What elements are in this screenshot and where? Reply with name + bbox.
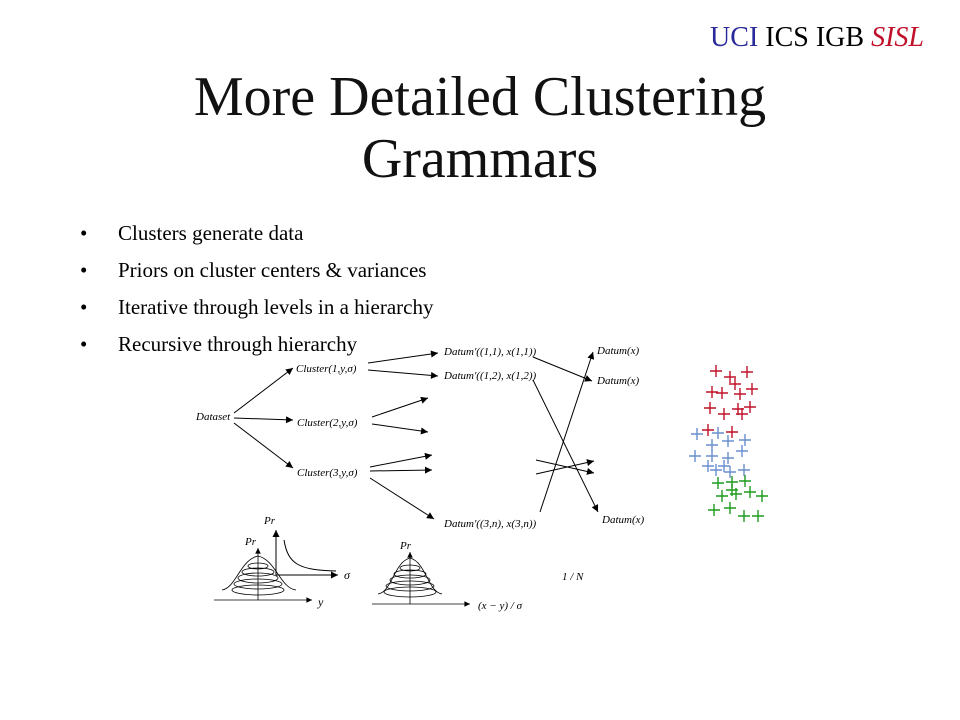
node-datum-prime-2: Datum'((1,2), x(1,2))	[443, 370, 536, 382]
node-cluster-3: Cluster(3,y,σ)	[297, 467, 358, 479]
scatter-plus-marker	[744, 401, 756, 413]
scatter-plus-marker	[722, 435, 734, 447]
brand-igb: IGB	[815, 22, 865, 53]
datum-prior-plot	[372, 551, 470, 607]
scatter-plus-marker	[739, 475, 751, 487]
scatter-plus-marker	[746, 383, 758, 395]
scatter-plus-marker	[726, 426, 738, 438]
scatter-plus-marker	[712, 427, 724, 439]
scatter-plus-marker	[729, 378, 741, 390]
scatter-plus-marker	[739, 434, 751, 446]
bullet-item: Priors on cluster centers & variances	[80, 252, 433, 289]
scatter-plus-marker	[702, 424, 714, 436]
datum-plot-x-label: (x − y) / σ	[478, 600, 523, 612]
institution-logo: UCI ICS IGB SISL	[710, 22, 924, 54]
node-datum-prime-1: Datum'((1,1), x(1,1))	[443, 346, 536, 358]
scatter-plus-marker	[706, 439, 718, 451]
center-prior-plot	[214, 547, 312, 603]
scatter-plus-marker	[712, 477, 724, 489]
scatter-plus-marker	[752, 510, 764, 522]
bullet-item: Iterative through levels in a hierarchy	[80, 289, 433, 326]
scatter-plus-marker	[744, 486, 756, 498]
node-datum-1: Datum(x)	[596, 345, 639, 357]
tree-edges-cluster-3	[369, 452, 435, 520]
node-datum-prime-3: Datum'((3,n), x(3,n))	[443, 518, 536, 530]
scatter-plus-marker	[718, 408, 730, 420]
bullet-item: Clusters generate data	[80, 215, 433, 252]
variance-prior-plot	[272, 530, 338, 579]
scatter-plus-marker	[741, 366, 753, 378]
node-cluster-2: Cluster(2,y,σ)	[297, 417, 358, 429]
scatter-plus-marker	[708, 504, 720, 516]
node-datum-2: Datum(x)	[596, 375, 639, 387]
scatter-plus-marker	[689, 450, 701, 462]
cluster-scatter-plot	[689, 365, 768, 522]
scatter-plus-marker	[706, 386, 718, 398]
variance-plot-x-label: σ	[344, 568, 351, 582]
scatter-plus-marker	[724, 371, 736, 383]
node-datum-3: Datum(x)	[601, 514, 644, 526]
scatter-plus-marker	[716, 387, 728, 399]
bullet-list: Clusters generate data Priors on cluster…	[80, 215, 433, 363]
scatter-plus-marker	[710, 365, 722, 377]
tree-edges-cluster-1	[367, 350, 439, 379]
slide-title: More Detailed Clustering Grammars	[193, 66, 767, 190]
mapping-edges	[532, 351, 599, 513]
scatter-plus-marker	[704, 402, 716, 414]
scatter-plus-marker	[724, 502, 736, 514]
scatter-plus-marker	[734, 388, 746, 400]
scatter-plus-marker	[706, 450, 718, 462]
datum-plot-y-label: Pr	[399, 540, 412, 552]
brand-uci: UCI	[710, 22, 759, 53]
scatter-plus-marker	[738, 464, 750, 476]
bullet-item: Recursive through hierarchy	[80, 326, 433, 363]
center-plot-x-label: y	[317, 595, 324, 609]
scatter-plus-marker	[724, 466, 736, 478]
tree-edges-root	[233, 367, 294, 469]
scatter-plus-marker	[722, 452, 734, 464]
scatter-plus-marker	[756, 490, 768, 502]
brand-ics: ICS	[765, 22, 809, 53]
center-plot-y-label: Pr	[244, 536, 257, 548]
variance-plot-y-label: Pr	[263, 515, 276, 527]
scatter-plus-marker	[691, 428, 703, 440]
node-cluster-1: Cluster(1,y,σ)	[296, 363, 357, 375]
scatter-plus-marker	[738, 510, 750, 522]
scatter-plus-marker	[716, 490, 728, 502]
scatter-plus-marker	[710, 464, 722, 476]
scale-label: 1 / N	[562, 571, 584, 583]
scatter-plus-marker	[736, 445, 748, 457]
brand-sisl: SISL	[871, 22, 924, 53]
scatter-plus-marker	[726, 484, 738, 496]
node-dataset: Dataset	[195, 411, 231, 423]
scatter-plus-marker	[736, 408, 748, 420]
scatter-plus-marker	[718, 460, 730, 472]
tree-edges-cluster-2	[371, 396, 429, 435]
scatter-plus-marker	[702, 460, 714, 472]
